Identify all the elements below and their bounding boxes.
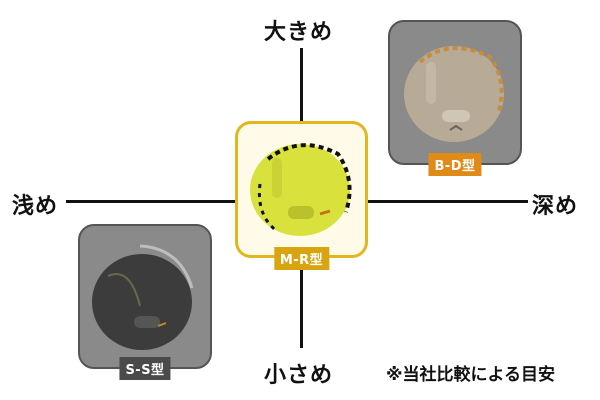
axis-label-left: 浅め xyxy=(12,194,59,219)
glove-card-mr[interactable]: M-R型 xyxy=(235,121,368,270)
glove-label-bd: B-D型 xyxy=(428,153,482,176)
glove-label-mr: M-R型 xyxy=(273,247,330,270)
glove-card-ss[interactable]: S-S型 xyxy=(78,224,212,380)
axis-label-top: 大きめ xyxy=(264,20,334,45)
glove-bd-icon xyxy=(404,46,504,142)
glove-label-ss: S-S型 xyxy=(119,357,171,380)
axis-label-bottom: 小さめ xyxy=(264,363,334,388)
axis-label-right: 深め xyxy=(532,194,579,219)
glove-card-bd[interactable]: B-D型 xyxy=(388,20,522,176)
footnote: ※当社比較による目安 xyxy=(386,365,556,385)
glove-ss-icon xyxy=(92,244,194,350)
glove-mr-icon xyxy=(250,143,352,236)
